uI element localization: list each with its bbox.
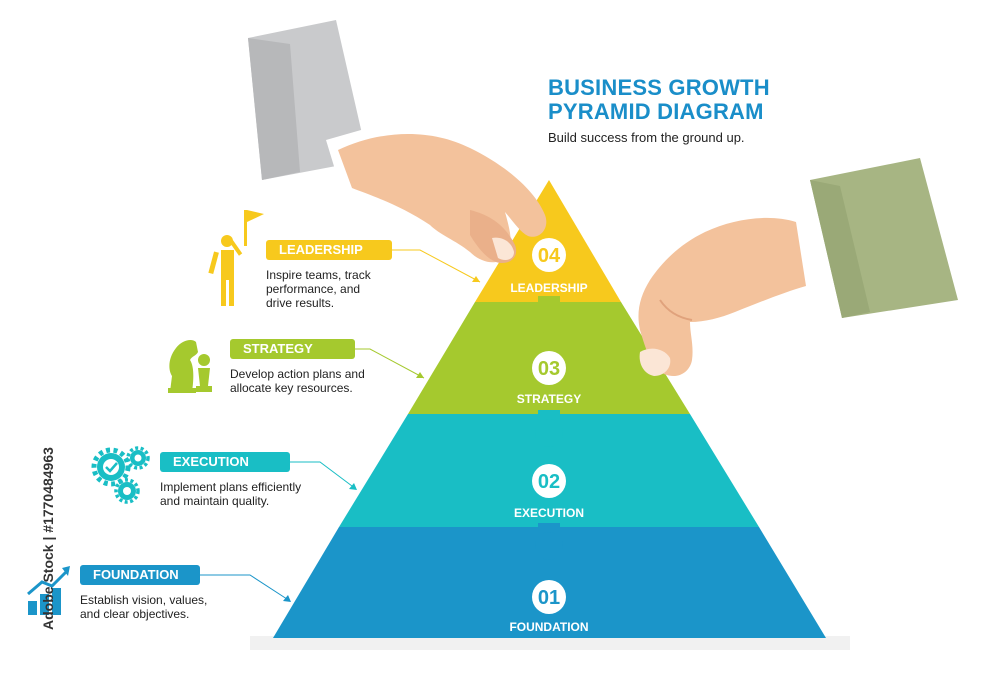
desc-leadership: Inspire teams, track performance, and dr…: [266, 268, 371, 310]
tier-number-02: 02: [538, 471, 560, 493]
tier-number-circle-01: 01: [532, 580, 566, 614]
side-credit: Adobe Stock | #1770484963: [40, 447, 56, 630]
tier-number-circle-03: 03: [532, 351, 566, 385]
person-with-flag-icon: [208, 210, 264, 306]
leader-line-leadership: [392, 249, 481, 283]
desc-execution: Implement plans efficiently and maintain…: [160, 480, 301, 508]
right-hand-illustration: [638, 158, 958, 377]
leader-line-strategy: [355, 348, 425, 379]
title-line-1: BUSINESS GROWTH: [548, 75, 770, 100]
desc-line: performance, and: [266, 282, 361, 296]
tier-number-04: 04: [538, 245, 561, 267]
tier-number-01: 01: [538, 587, 560, 609]
pill-leadership: LEADERSHIP: [266, 240, 392, 260]
pill-foundation: FOUNDATION: [80, 565, 200, 585]
ground-shadow: [250, 636, 850, 650]
puzzle-connector-3-2: [535, 410, 563, 447]
pill-execution: EXECUTION: [160, 452, 290, 472]
desc-line: Implement plans efficiently: [160, 480, 302, 494]
leader-line-execution: [290, 461, 357, 490]
desc-line: Establish vision, values,: [80, 593, 208, 607]
tier-label-foundation: FOUNDATION: [509, 620, 588, 634]
leader-line-foundation: [200, 574, 291, 602]
subtitle: Build success from the ground up.: [548, 130, 745, 145]
desc-foundation: Establish vision, values, and clear obje…: [80, 593, 207, 621]
tier-label-leadership: LEADERSHIP: [510, 281, 587, 295]
arrowhead-icon: [472, 276, 480, 282]
puzzle-connector-4-3: [535, 296, 563, 334]
chess-pieces-icon: [168, 340, 212, 393]
desc-line: Inspire teams, track: [266, 268, 371, 282]
tier-label-execution: EXECUTION: [514, 506, 584, 520]
desc-strategy: Develop action plans and allocate key re…: [230, 367, 365, 395]
tier-number-circle-04: 04: [532, 238, 566, 272]
desc-line: allocate key resources.: [230, 381, 353, 395]
desc-line: drive results.: [266, 296, 335, 310]
growth-chart-icon: [27, 566, 70, 615]
title-line-2: PYRAMID DIAGRAM: [548, 99, 764, 124]
arrowhead-icon: [349, 483, 357, 490]
arrowhead-icon: [283, 595, 291, 602]
tier-label-strategy: STRATEGY: [517, 392, 581, 406]
puzzle-connector-2-1: [535, 523, 563, 560]
desc-line: Develop action plans and: [230, 367, 365, 381]
tier-number-circle-02: 02: [532, 464, 566, 498]
title-block: BUSINESS GROWTH PYRAMID DIAGRAM Build su…: [548, 75, 848, 146]
left-hand-illustration: [248, 20, 547, 264]
desc-line: and maintain quality.: [160, 494, 270, 508]
desc-line: and clear objectives.: [80, 607, 190, 621]
tier-number-03: 03: [538, 358, 560, 380]
gears-icon: [91, 446, 150, 504]
pill-strategy: STRATEGY: [230, 339, 355, 359]
arrowhead-icon: [416, 372, 424, 378]
